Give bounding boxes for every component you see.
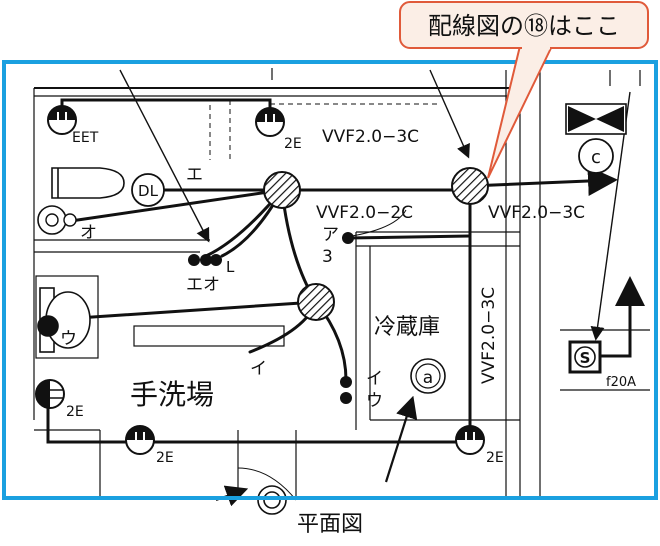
cold-storage-label: 冷蔵庫 (374, 315, 440, 340)
label-e: エ (186, 165, 203, 185)
dl-label: DL (138, 182, 159, 200)
washbasin-fixture (37, 287, 91, 353)
label-i: イ (366, 369, 383, 389)
cable-label: VVF2.0−3C (322, 127, 419, 147)
cold-storage-outlet (410, 358, 446, 394)
label-o: オ (80, 223, 97, 243)
toilet-fixture (51, 167, 125, 199)
callout-bubble: 配線図の⑱はここ (399, 1, 649, 179)
callout-text: 配線図の⑱はここ (428, 12, 620, 40)
outlet-symbol (35, 379, 65, 409)
outlet-2e-label: 2E (486, 450, 504, 466)
washroom-label: 手洗場 (130, 378, 214, 411)
s-label: S (580, 349, 591, 367)
label-u: ウ (366, 391, 383, 411)
junction-box-1 (263, 171, 301, 209)
label-three: 3 (322, 247, 333, 267)
eet-label: EET (72, 130, 99, 146)
label-l: L (226, 258, 235, 276)
c-circle-symbol (578, 138, 614, 174)
outlet-symbol (255, 107, 285, 137)
outlet-2e-label: 2E (66, 404, 84, 420)
switch-dots (188, 232, 354, 404)
downlight-symbol (131, 173, 165, 207)
figure-frame (2, 60, 658, 500)
outlet-2e-label: 2E (156, 450, 174, 466)
outlet-2e-label: 2E (284, 136, 302, 152)
junction-box-18 (451, 167, 489, 205)
a-label: a (423, 368, 433, 388)
outlet-symbol (125, 425, 155, 455)
outlet-symbol (455, 425, 485, 455)
outlet-symbol (47, 105, 77, 135)
c-label: c (591, 147, 601, 168)
junction-box-2 (297, 283, 335, 321)
cable-label: VVF2.0−3C (479, 287, 499, 384)
f20a-label: f20A (606, 375, 636, 390)
walls (33, 68, 650, 501)
cable-label: VVF2.0−2C (316, 203, 413, 223)
figure-caption: 平面図 (296, 512, 363, 537)
counter-shape (133, 325, 285, 347)
label-u: ウ (60, 329, 77, 349)
label-eo: エオ (186, 275, 220, 295)
bowtie-symbol (565, 103, 627, 135)
fan-symbol (37, 205, 77, 235)
label-i: イ (250, 359, 267, 379)
s-box-symbol (568, 340, 602, 374)
label-a: ア (322, 225, 339, 245)
cable-label: VVF2.0−3C (488, 203, 585, 223)
